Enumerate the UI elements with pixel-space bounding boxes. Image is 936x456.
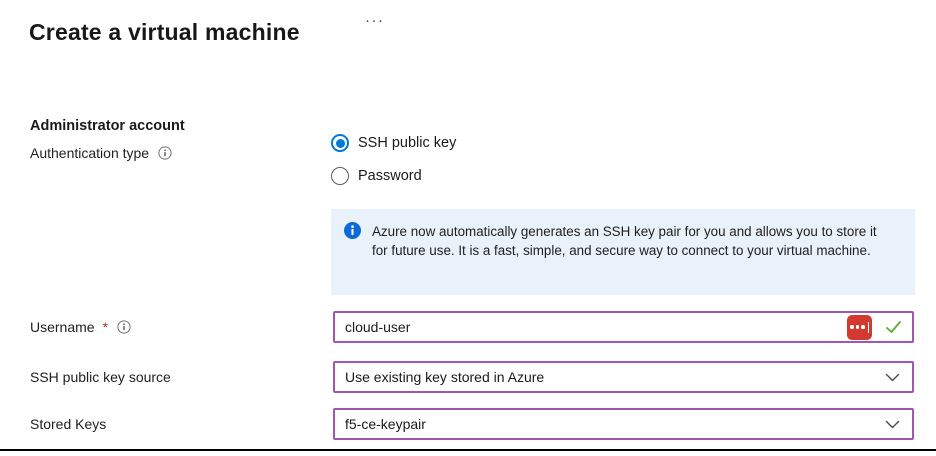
dropdown-selected-value: f5-ce-keypair bbox=[345, 416, 426, 432]
username-label-text: Username bbox=[30, 319, 95, 335]
radio-option-label: Password bbox=[358, 168, 422, 184]
ssh-key-source-dropdown[interactable]: Use existing key stored in Azure bbox=[333, 361, 914, 393]
page-title: Create a virtual machine bbox=[29, 19, 300, 46]
info-banner: Azure now automatically generates an SSH… bbox=[331, 209, 915, 295]
chevron-down-icon bbox=[885, 420, 900, 429]
radio-option-ssh-public-key[interactable]: SSH public key bbox=[331, 134, 456, 152]
stored-keys-label-text: Stored Keys bbox=[30, 416, 107, 432]
stored-keys-label: Stored Keys bbox=[30, 416, 106, 432]
dropdown-selected-value: Use existing key stored in Azure bbox=[345, 369, 545, 385]
more-menu-button[interactable]: ··· bbox=[361, 10, 389, 31]
ssh-key-source-label-text: SSH public key source bbox=[30, 369, 171, 385]
bottom-divider bbox=[0, 449, 936, 451]
section-heading-administrator-account: Administrator account bbox=[30, 118, 185, 135]
radio-option-password[interactable]: Password bbox=[331, 167, 422, 185]
radio-button-icon[interactable] bbox=[331, 134, 349, 152]
valid-check-icon bbox=[885, 320, 902, 334]
username-input[interactable] bbox=[345, 319, 847, 335]
chevron-down-icon bbox=[885, 373, 900, 382]
authentication-type-label-text: Authentication type bbox=[30, 145, 150, 161]
authentication-type-label: Authentication type bbox=[30, 145, 172, 161]
info-icon[interactable] bbox=[158, 146, 172, 160]
username-input-container bbox=[333, 311, 914, 343]
info-filled-icon bbox=[344, 222, 361, 239]
radio-button-icon[interactable] bbox=[331, 167, 349, 185]
info-icon[interactable] bbox=[117, 320, 131, 334]
required-asterisk: * bbox=[102, 319, 109, 335]
ssh-key-source-label: SSH public key source bbox=[30, 369, 171, 385]
password-manager-extension-icon[interactable] bbox=[847, 314, 872, 340]
radio-option-label: SSH public key bbox=[358, 135, 457, 151]
stored-keys-dropdown[interactable]: f5-ce-keypair bbox=[333, 408, 914, 440]
info-banner-text: Azure now automatically generates an SSH… bbox=[372, 224, 877, 258]
username-label: Username * bbox=[30, 319, 131, 335]
